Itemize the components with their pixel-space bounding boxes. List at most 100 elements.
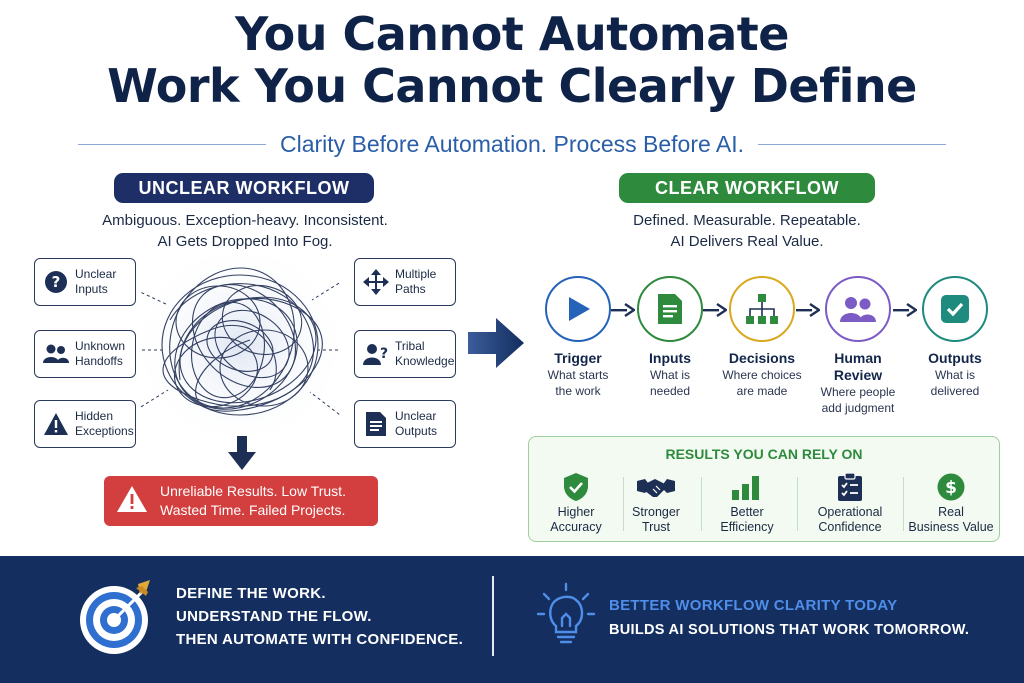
footer-line: THEN AUTOMATE WITH CONFIDENCE. (176, 631, 464, 648)
clear-tagline-line-2: AI Delivers Real Value. (670, 233, 824, 250)
people-icon (43, 341, 69, 367)
flow-arrow-icon (611, 303, 635, 317)
svg-text:?: ? (380, 346, 388, 362)
results-divider (701, 477, 702, 531)
title-line-1: You Cannot Automate (235, 7, 789, 61)
result-label: Operational (817, 505, 883, 519)
footer-line: DEFINE THE WORK. (176, 585, 326, 602)
step-title: Inputs (649, 350, 691, 366)
symptom-label: Handoffs (75, 354, 123, 368)
step-desc: needed (649, 384, 691, 398)
result-label: Stronger (632, 505, 680, 519)
flow-arrow-icon (893, 303, 917, 317)
step-outputs: Outputs What is delivered (900, 276, 1010, 399)
subtitle: Clarity Before Automation. Process Befor… (279, 130, 745, 157)
symptom-label: Hidden (75, 409, 114, 423)
result-label: Real (938, 505, 964, 519)
bar-chart-icon (700, 473, 794, 501)
step-desc: Where choices (722, 368, 802, 382)
footer-banner (0, 556, 1024, 683)
step-title: Decisions (728, 350, 796, 366)
symptom-label: Unclear (75, 267, 117, 281)
step-desc: What is (934, 368, 975, 382)
step-circle (825, 276, 891, 342)
symptom-label: Exceptions (75, 424, 134, 438)
footer-divider (492, 576, 494, 656)
svg-text:$: $ (945, 478, 957, 498)
step-title: Trigger (554, 350, 602, 366)
step-title: Outputs (928, 350, 982, 366)
clipboard-check-icon (803, 473, 897, 501)
move-arrows-icon (363, 269, 389, 295)
symptom-label: Unknown (75, 339, 126, 353)
question-icon: ? (43, 269, 69, 295)
subtitle-rule-right (758, 143, 946, 145)
warning-icon (43, 411, 69, 437)
page-title: You Cannot Automate Work You Cannot Clea… (0, 8, 1024, 112)
tangled-workflow-scribble (140, 250, 340, 440)
step-desc: the work (555, 384, 601, 398)
down-arrow-icon (228, 436, 256, 470)
footer-line: UNDERSTAND THE FLOW. (176, 608, 372, 625)
result-label: Higher (557, 505, 595, 519)
title-line-2: Work You Cannot Clearly Define (107, 59, 917, 113)
symptom-label: Unclear (395, 409, 437, 423)
result-label: Better (730, 505, 764, 519)
footer-right-subline: BUILDS AI SOLUTIONS THAT WORK TOMORROW. (609, 622, 970, 638)
result-label: Accuracy (550, 520, 602, 534)
play-icon (569, 297, 590, 321)
step-desc: Where people (820, 385, 896, 399)
step-circle (922, 276, 988, 342)
shield-check-icon (529, 473, 623, 501)
target-icon (80, 580, 150, 654)
results-divider (797, 477, 798, 531)
step-desc: are made (736, 384, 788, 398)
unclear-tagline-line-2: AI Gets Dropped Into Fog. (157, 233, 333, 250)
document-icon (658, 294, 682, 324)
result-label: Efficiency (720, 520, 774, 534)
step-desc: add judgment (821, 401, 895, 415)
person-question-icon: ? (363, 341, 389, 367)
document-icon (363, 411, 389, 437)
clear-tagline: Defined. Measurable. Repeatable. AI Deli… (560, 210, 934, 252)
step-desc: What is (649, 368, 690, 382)
symptom-label: Knowledge (395, 354, 455, 368)
lightbulb-icon (536, 582, 596, 644)
step-circle (637, 276, 703, 342)
step-title-line: Human (834, 350, 882, 366)
svg-text:?: ? (52, 273, 61, 291)
clear-workflow-heading: CLEAR WORKFLOW (619, 173, 875, 203)
footer-left-text: DEFINE THE WORK. UNDERSTAND THE FLOW. TH… (176, 582, 496, 651)
unclear-tagline: Ambiguous. Exception-heavy. Inconsistent… (60, 210, 430, 252)
result-line-2: Wasted Time. Failed Projects. (160, 502, 346, 518)
symptom-label: Tribal (395, 339, 425, 353)
subtitle-rule-left (78, 143, 266, 145)
subtitle-row: Clarity Before Automation. Process Befor… (78, 126, 946, 162)
result-label: Confidence (818, 520, 882, 534)
step-title-line: Review (833, 367, 883, 383)
hierarchy-icon (746, 294, 778, 324)
flow-arrow-icon (796, 303, 820, 317)
symptom-label: Paths (395, 282, 426, 296)
unclear-workflow-heading: UNCLEAR WORKFLOW (114, 173, 374, 203)
step-desc: What starts (547, 368, 609, 382)
step-desc: delivered (930, 384, 980, 398)
warning-icon (116, 485, 148, 518)
dollar-icon: $ (905, 473, 997, 501)
unclear-tagline-line-1: Ambiguous. Exception-heavy. Inconsistent… (102, 212, 388, 229)
step-decisions: Decisions Where choices are made (707, 276, 817, 399)
flow-arrow-icon (703, 303, 727, 317)
results-divider (903, 477, 904, 531)
transition-arrow-icon (468, 318, 524, 368)
step-inputs: Inputs What is needed (615, 276, 725, 399)
